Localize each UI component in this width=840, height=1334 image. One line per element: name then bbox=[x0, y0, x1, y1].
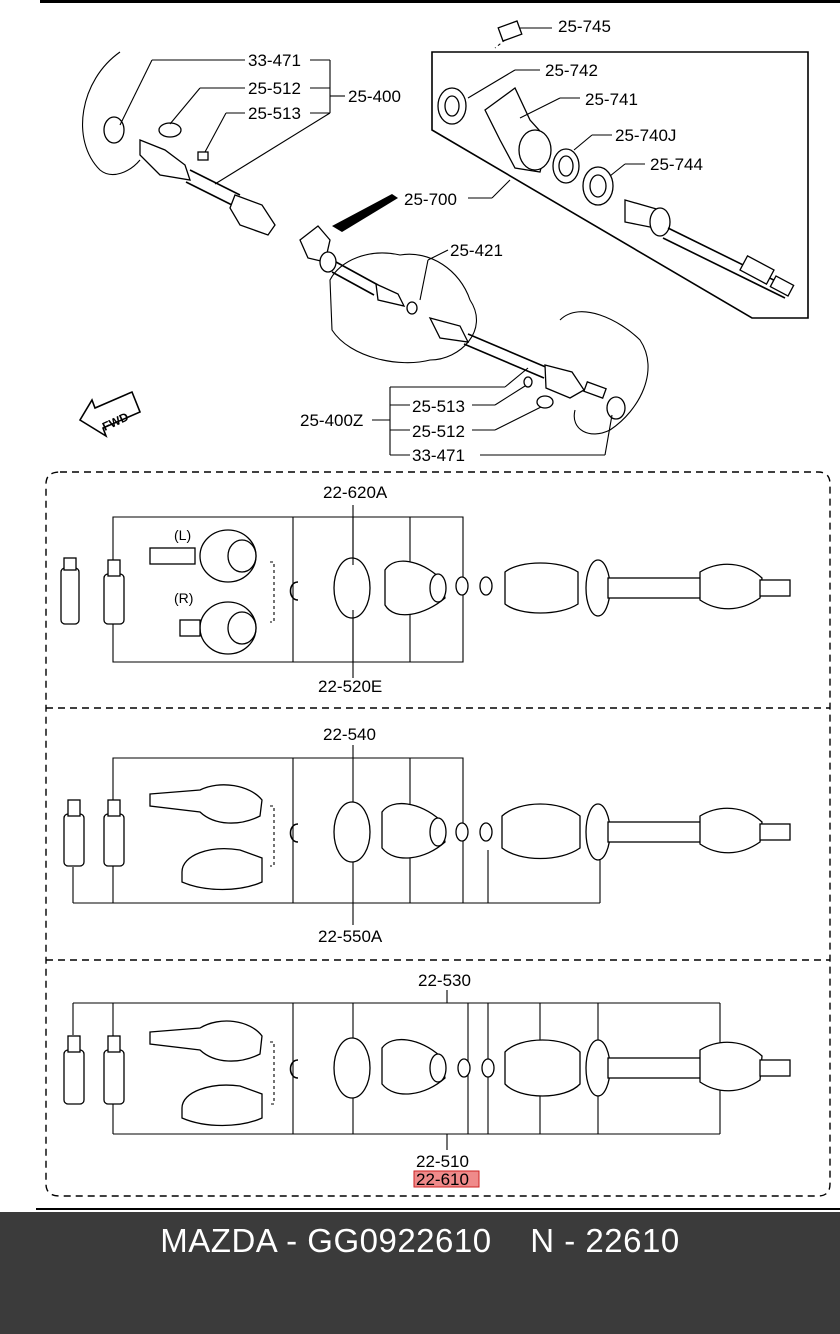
label-25-742: 25-742 bbox=[545, 61, 598, 80]
footer-bar: MAZDA - GG0922610 N - 22610 bbox=[0, 1208, 840, 1334]
label-25-744: 25-744 bbox=[650, 155, 703, 174]
label-22-540: 22-540 bbox=[323, 725, 376, 744]
label-25-745: 25-745 bbox=[558, 17, 611, 36]
label-25-400: 25-400 bbox=[348, 87, 401, 106]
label-33-471-bot: 33-471 bbox=[412, 446, 465, 465]
kit-panel-3 bbox=[63, 990, 791, 1188]
label-25-421: 25-421 bbox=[450, 241, 503, 260]
kit-panel-2 bbox=[63, 745, 791, 925]
label-25-700: 25-700 bbox=[404, 190, 457, 209]
label-22-520e: 22-520E bbox=[318, 677, 382, 696]
label-22-610: 22-610 bbox=[416, 1170, 469, 1189]
driveshaft-25-400-leaders bbox=[119, 59, 345, 185]
driveshaft-25-400 bbox=[82, 51, 276, 236]
direction-pointer bbox=[332, 194, 398, 232]
label-22-510: 22-510 bbox=[416, 1152, 469, 1171]
footer-divider bbox=[36, 1208, 840, 1210]
label-25-513-top: 25-513 bbox=[248, 104, 301, 123]
label-22-550a: 22-550A bbox=[318, 927, 383, 946]
label-25-740j: 25-740J bbox=[615, 126, 676, 145]
bracket-leaders bbox=[467, 69, 645, 199]
label-22-530: 22-530 bbox=[418, 971, 471, 990]
label-33-471-top: 33-471 bbox=[248, 51, 301, 70]
bolt-25-745 bbox=[494, 20, 552, 49]
parts-diagram: 25-745 25-742 25-741 25-740J 25-744 25-7… bbox=[40, 0, 840, 1197]
kit-panels-frame bbox=[45, 471, 831, 1197]
label-side-l: (L) bbox=[174, 527, 191, 543]
label-25-512-top: 25-512 bbox=[248, 79, 301, 98]
label-fwd: FWD bbox=[100, 410, 131, 434]
label-25-400z: 25-400Z bbox=[300, 411, 363, 430]
fwd-arrow bbox=[78, 390, 142, 438]
label-25-512-bot: 25-512 bbox=[412, 422, 465, 441]
label-side-r: (R) bbox=[174, 590, 193, 606]
kit-panel-1 bbox=[60, 505, 791, 678]
label-25-741: 25-741 bbox=[585, 90, 638, 109]
bracket-assembly-box bbox=[431, 51, 809, 319]
transaxle-and-right-shaft bbox=[299, 225, 649, 435]
bracket-parts bbox=[437, 87, 795, 299]
label-25-513-bot: 25-513 bbox=[412, 397, 465, 416]
highlighted-part-box bbox=[413, 1170, 480, 1188]
driveshaft-25-400z-leaders bbox=[372, 367, 613, 456]
part-number-caption: MAZDA - GG0922610 N - 22610 bbox=[160, 1222, 680, 1259]
label-22-620a: 22-620A bbox=[323, 483, 388, 502]
